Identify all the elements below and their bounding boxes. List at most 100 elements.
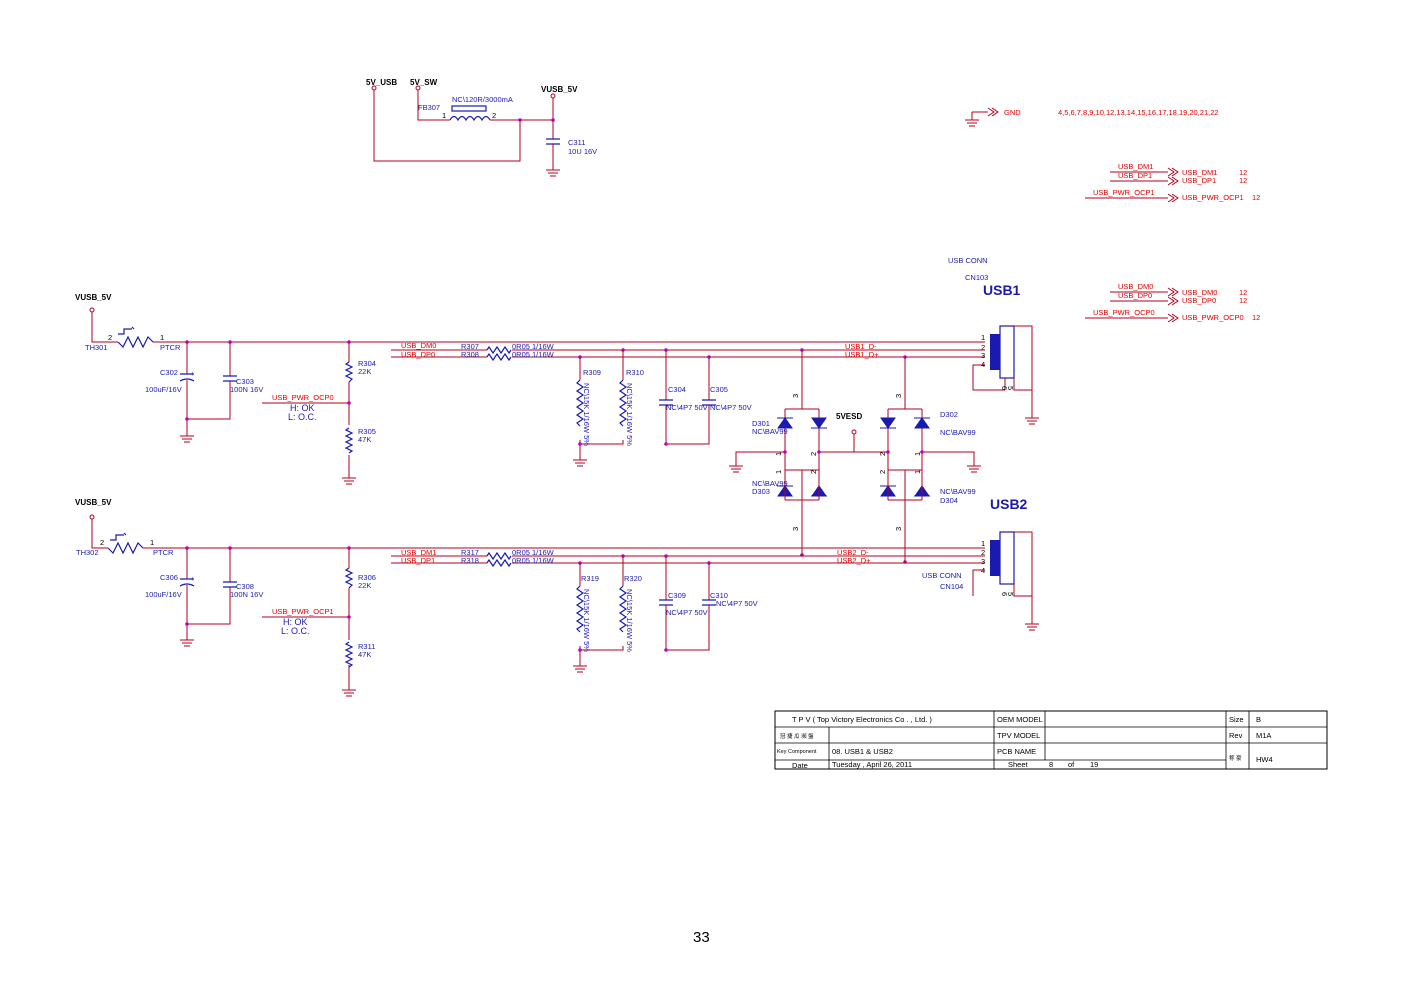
usb1-ptc-thermistor xyxy=(117,335,154,349)
usb2-cn-ref: CN104 xyxy=(940,582,963,591)
tb-total: 19 xyxy=(1090,760,1098,769)
svg-text:12: 12 xyxy=(1252,193,1260,202)
ground-symbol xyxy=(342,477,356,485)
svg-text:12: 12 xyxy=(1252,313,1260,322)
usb2-dp-net: USB_DP1 xyxy=(401,556,435,565)
usb1-c303-value: 100N 16V xyxy=(230,385,263,394)
junction xyxy=(578,442,582,446)
junction xyxy=(886,450,890,454)
ground-symbol xyxy=(729,451,785,473)
wire-usb1-pulldowns xyxy=(579,350,624,460)
junction xyxy=(347,615,351,619)
usb2-r320-symbol xyxy=(618,585,628,633)
usb1-connector-outline xyxy=(999,325,1015,379)
tb-chinese-name: 冠 捷 瓜 瀕 盤 xyxy=(780,732,814,740)
diode-triangle xyxy=(880,417,896,429)
usb1-ptc-mark xyxy=(118,326,135,335)
usb2-c310-ref: C310 xyxy=(710,591,728,600)
svg-text:USB_PWR_OCP1: USB_PWR_OCP1 xyxy=(1182,193,1244,202)
svg-text:3: 3 xyxy=(791,527,800,531)
esd-d301-ref: D301 xyxy=(752,419,770,428)
c311-value: 10U 16V xyxy=(568,147,597,156)
net-5v-usb: 5V_USB xyxy=(366,78,397,87)
offpage-usb-dm1: USB_DM1 USB_DM1 12 xyxy=(1110,162,1247,177)
usb2-r320-value: NC\15K 1/16W 5% xyxy=(625,589,634,652)
usb1-r308-ref: R308 xyxy=(461,350,479,359)
wire-usb2-pulldowns xyxy=(579,556,624,666)
svg-text:5: 5 xyxy=(1006,386,1015,390)
tb-tpv-model-label: TPV MODEL xyxy=(997,731,1040,740)
usb2-r319-symbol xyxy=(575,585,585,633)
svg-text:2: 2 xyxy=(878,470,887,474)
usb2-r318-symbol xyxy=(486,558,512,568)
usb2-th-pin1: 1 xyxy=(150,538,154,547)
svg-text:3: 3 xyxy=(981,557,985,566)
usb1-r307-ref: R307 xyxy=(461,342,479,351)
svg-text:2: 2 xyxy=(981,343,985,352)
usb1-dp-net: USB_DP0 xyxy=(401,350,435,359)
tb-company: T P V ( Top Victory Electronics Co . , L… xyxy=(792,715,932,724)
usb2-th-ref: TH302 xyxy=(76,548,99,557)
junction xyxy=(817,450,821,454)
svg-text:1: 1 xyxy=(774,452,783,456)
usb1-r310-ref: R310 xyxy=(626,368,644,377)
usb2-c308-symbol xyxy=(223,581,237,588)
usb1-ocp-net: USB_PWR_OCP0 xyxy=(272,393,334,402)
svg-text:6: 6 xyxy=(1000,592,1009,596)
usb1-r308-symbol xyxy=(486,352,512,362)
port-circle-vusb-top xyxy=(550,93,556,99)
svg-text:2: 2 xyxy=(809,470,818,474)
ground-symbol xyxy=(342,689,356,697)
usb1-c305-ref: C305 xyxy=(710,385,728,394)
esd-section: 5VESD 3 3 3 3 1 2 2 1 1 2 2 1 D301 NC\BA… xyxy=(729,350,981,564)
svg-text:5: 5 xyxy=(1006,592,1015,596)
usb2-r318-ref: R318 xyxy=(461,556,479,565)
usb2-c306-value: 100uF/16V xyxy=(145,590,182,599)
offpage-usb-pwr-ocp1: USB_PWR_OCP1 USB_PWR_OCP1 12 xyxy=(1085,188,1260,203)
usb1-c302-symbol xyxy=(179,373,195,382)
gnd-label: GND xyxy=(1004,108,1021,117)
usb2-c308-value: 100N 16V xyxy=(230,590,263,599)
usb1-r305-value: 47K xyxy=(358,435,371,444)
usb1-c304-ref: C304 xyxy=(668,385,686,394)
tb-code: HW4 xyxy=(1256,755,1273,764)
usb1-out-dp: USB1_D+ xyxy=(845,350,879,359)
usb1-r307-symbol xyxy=(486,345,512,355)
usb2-r319-value: NC\15K 1/16W 5% xyxy=(582,589,591,652)
usb2-conn-label: USB CONN xyxy=(922,571,962,580)
wire-usb2-caps xyxy=(186,548,231,640)
ground-symbol xyxy=(922,451,981,473)
usb2-r306-ref: R306 xyxy=(358,573,376,582)
usb1-c302-ref: C302 xyxy=(160,368,178,377)
tb-key-component-label: Key Component xyxy=(777,749,817,755)
usb1-cn-ref: CN103 xyxy=(965,273,988,282)
ground-symbol xyxy=(180,435,194,443)
ground-symbol xyxy=(180,639,194,647)
usb2-section: USB2 USB CONN CN104 VUSB_5V TH302 2 1 PT… xyxy=(75,496,1039,697)
fb307-value: NC\120R/3000mA xyxy=(452,95,513,104)
junction xyxy=(518,118,522,122)
esd-d303-ref: D303 xyxy=(752,487,770,496)
ground-symbol xyxy=(573,459,587,467)
offpage-connectors: USB_DM1 USB_DM1 12 USB_DP1 USB_DP1 12 US… xyxy=(1085,162,1260,323)
junction xyxy=(664,442,668,446)
usb1-r310-value: NC\15K 1/16W 5% xyxy=(625,383,634,446)
c311-ref: C311 xyxy=(568,138,585,147)
junction xyxy=(783,450,787,454)
tb-of-label: of xyxy=(1068,760,1075,769)
svg-text:3: 3 xyxy=(791,394,800,398)
wire-esd-5v xyxy=(819,434,888,453)
wire-usb1-caps xyxy=(186,342,231,436)
usb2-c309-ref: C309 xyxy=(668,591,686,600)
ground-symbol xyxy=(1025,417,1039,425)
gnd-net-note: GND 4,5,6,7,8,9,10,12,13,14,15,16,17,18,… xyxy=(965,107,1219,127)
title-block-frame xyxy=(774,710,1328,770)
svg-text:USB_DP1: USB_DP1 xyxy=(1118,171,1152,180)
usb1-r304-value: 22K xyxy=(358,367,371,376)
net-5v-sw: 5V_SW xyxy=(410,78,438,87)
esd-d304-part: NC\BAV99 xyxy=(940,487,976,496)
usb2-r319-ref: R319 xyxy=(581,574,599,583)
svg-text:USB_DM0: USB_DM0 xyxy=(1118,282,1153,291)
usb1-c304-c305-symbols xyxy=(659,399,716,406)
